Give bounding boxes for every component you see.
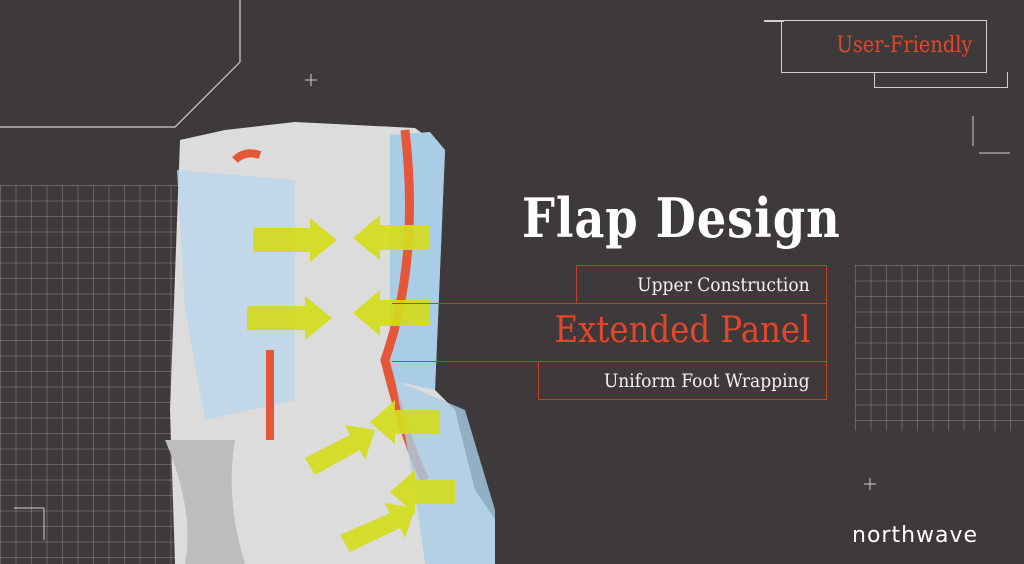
feature-highlight: Extended Panel [553,310,810,351]
user-friendly-badge: User-Friendly [781,20,987,73]
arrow-icons [247,215,455,552]
headline: Flap Design [522,186,841,250]
badge-label: User-Friendly [836,33,972,58]
badge-top-line [764,20,784,22]
feature-box-bottom: Uniform Foot Wrapping [538,361,827,400]
boot-illustration [165,122,495,564]
feature-box-highlight: Extended Panel [392,303,827,362]
feature-bottom: Uniform Foot Wrapping [604,370,810,392]
badge-accent-box [874,72,1008,88]
grid-pattern-left [0,185,182,564]
northwave-logo: northwave [852,523,979,548]
feature-box-top: Upper Construction [576,265,827,304]
feature-top: Upper Construction [637,274,810,296]
grid-pattern-right [855,265,1024,431]
